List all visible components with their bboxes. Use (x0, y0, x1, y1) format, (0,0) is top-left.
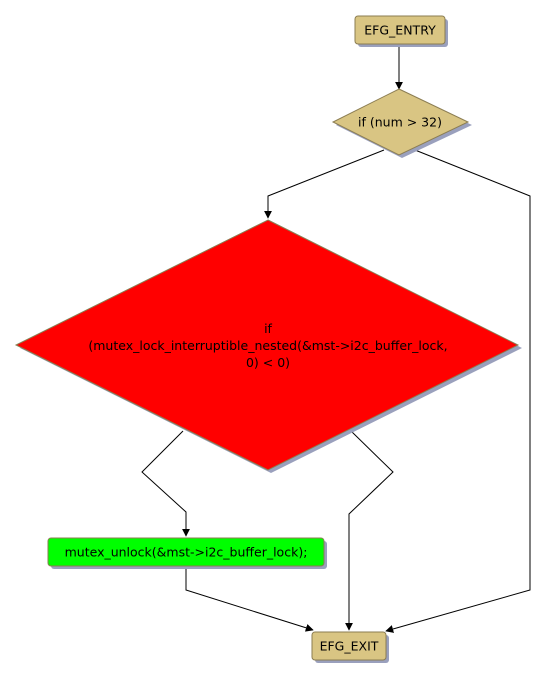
exit-node-label: EFG_EXIT (320, 639, 379, 654)
edge-condition-true-to-exit (385, 149, 531, 633)
mutex-condition-line-3: 0) < 0) (246, 355, 290, 370)
edge-mutex-check-to-unlock (141, 430, 190, 537)
exit-node[interactable]: EFG_EXIT (311, 631, 389, 663)
edge-unlock-to-exit (185, 567, 314, 632)
mutex-lock-condition-node[interactable]: if (mutex_lock_interruptible_nested(&mst… (14, 219, 522, 473)
edge-mutex-check-to-exit (345, 430, 394, 631)
mutex-condition-line-2: (mutex_lock_interruptible_nested(&mst->i… (88, 338, 447, 353)
edge-condition-false-to-mutex-check (264, 149, 385, 219)
num-condition-label: if (num > 32) (358, 115, 442, 130)
entry-node[interactable]: EFG_ENTRY (354, 15, 448, 47)
mutex-unlock-node[interactable]: mutex_unlock(&mst->i2c_buffer_lock); (47, 537, 327, 569)
mutex-condition-line-1: if (264, 321, 272, 336)
num-condition-node[interactable]: if (num > 32) (331, 88, 472, 158)
mutex-unlock-label: mutex_unlock(&mst->i2c_buffer_lock); (65, 545, 308, 560)
entry-node-label: EFG_ENTRY (364, 23, 436, 38)
